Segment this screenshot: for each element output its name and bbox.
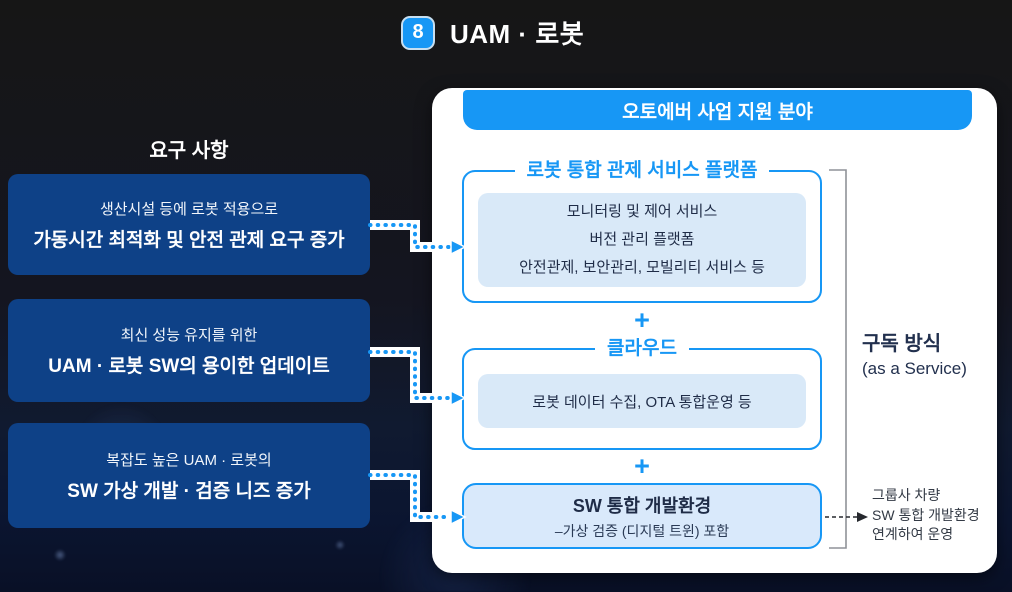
subscription-sublabel: (as a Service) [862, 359, 967, 378]
requirement-card-sw-update: 최신 성능 유지를 위한 UAM · 로봇 SW의 용이한 업데이트 [8, 299, 370, 402]
section-title-wrap: 로봇 통합 관제 서비스 플랫폼 [464, 157, 820, 185]
section-content-box: 모니터링 및 제어 서비스 버전 관리 플랫폼 안전관제, 보안관리, 모빌리티… [478, 193, 806, 287]
sw-section-title: SW 통합 개발환경 [572, 495, 712, 516]
section-title: 클라우드 [595, 335, 689, 363]
section-robot-control-platform: 로봇 통합 관제 서비스 플랫폼 모니터링 및 제어 서비스 버전 관리 플랫폼… [462, 157, 822, 303]
requirement-line1: 복잡도 높은 UAM · 로봇의 [106, 451, 272, 469]
requirement-card-virtual-dev: 복잡도 높은 UAM · 로봇의 SW 가상 개발 · 검증 니즈 증가 [8, 423, 370, 528]
group-sw-annotation: 그룹사 차량 SW 통합 개발환경 연계하여 운영 [872, 486, 980, 545]
requirement-card-robot-control: 생산시설 등에 로봇 적용으로 가동시간 최적화 및 안전 관제 요구 증가 [8, 174, 370, 275]
business-support-panel: 오토에버 사업 지원 분야 로봇 통합 관제 서비스 플랫폼 모니터링 및 제어… [432, 88, 997, 573]
section-item: 안전관제, 보안관리, 모빌리티 서비스 등 [519, 259, 765, 276]
annotation-line: 연계하여 운영 [872, 526, 954, 542]
requirements-heading: 요구 사항 [149, 140, 229, 162]
requirement-line1: 최신 성능 유지를 위한 [120, 326, 258, 344]
section-title-wrap: 클라우드 [464, 335, 820, 363]
section-item: 로봇 데이터 수집, OTA 통합운영 등 [532, 393, 752, 411]
plus-connector: + [634, 305, 650, 335]
section-content-box: 로봇 데이터 수집, OTA 통합운영 등 [478, 374, 806, 428]
subscription-label: 구독 방식 [862, 333, 942, 355]
plus-connector: + [634, 451, 650, 481]
section-item: 버전 관리 플랫폼 [589, 231, 695, 248]
requirement-line1: 생산시설 등에 로봇 적용으로 [99, 200, 279, 218]
section-item: 모니터링 및 제어 서비스 [566, 203, 718, 220]
section-cloud: 클라우드 로봇 데이터 수집, OTA 통합운영 등 [462, 335, 822, 450]
panel-header: 오토에버 사업 지원 분야 [463, 90, 972, 130]
section-title: 로봇 통합 관제 서비스 플랫폼 [514, 157, 770, 185]
requirement-line2: SW 가상 개발 · 검증 니즈 증가 [67, 480, 311, 502]
requirement-line2: UAM · 로봇 SW의 용이한 업데이트 [48, 355, 330, 377]
annotation-line: 그룹사 차량 [872, 487, 941, 503]
subscription-label-block: 구독 방식 (as a Service) [862, 331, 967, 381]
page-title-bar: 8 UAM · 로봇 [401, 14, 584, 51]
page-title: UAM · 로봇 [450, 19, 585, 49]
requirement-line2: 가동시간 최적화 및 안전 관제 요구 증가 [33, 229, 345, 251]
slide-number-badge: 8 [401, 15, 435, 50]
sw-section-subtitle: –가상 검증 (디지털 트윈) 포함 [554, 522, 730, 539]
annotation-line: SW 통합 개발환경 [872, 506, 980, 523]
section-sw-dev-environment: SW 통합 개발환경 –가상 검증 (디지털 트윈) 포함 [462, 483, 822, 549]
